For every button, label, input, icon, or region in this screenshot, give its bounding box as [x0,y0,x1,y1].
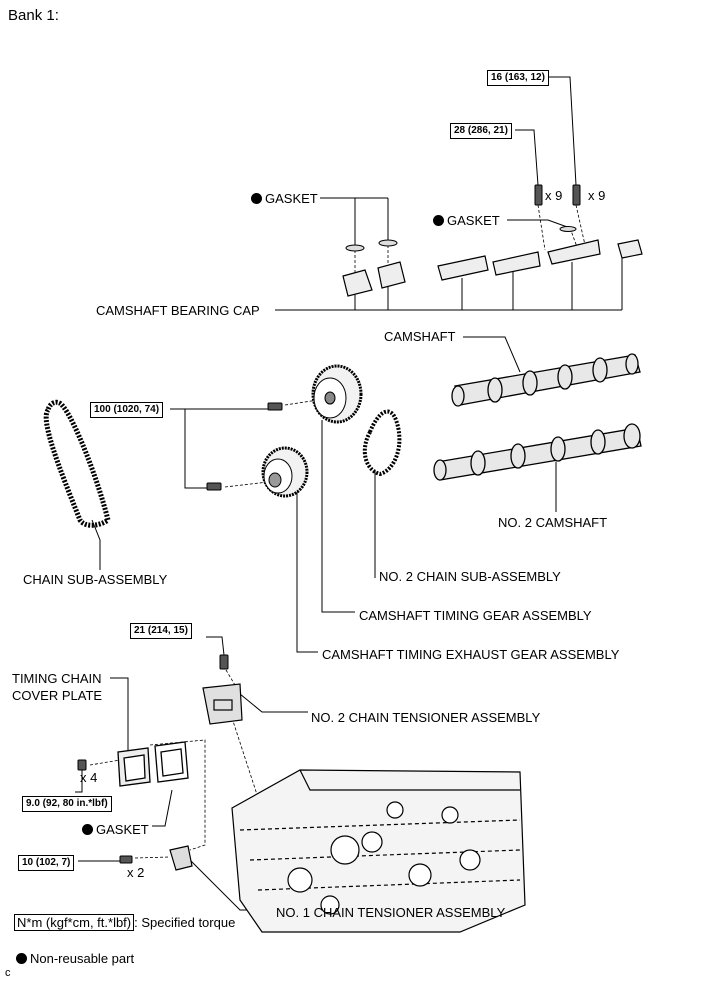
camshaft-timing-exhaust-gear-drawing [261,446,309,498]
bearing-caps-drawing [342,239,643,297]
torque-28: 28 (286, 21) [450,123,512,139]
t9-leader [75,770,83,793]
corner-mark: c [5,967,11,979]
camshaft-drawing [451,353,641,407]
torque-21: 21 (214, 15) [130,623,192,639]
camshaft-bearing-cap-label: CAMSHAFT BEARING CAP [96,303,260,318]
cover-plate-leader [110,677,129,750]
t100-leader [170,408,270,489]
camshaft-leader [463,336,521,373]
cover-plate-label-line1: TIMING CHAIN [12,671,102,686]
gasket-right-label: GASKET [433,213,500,228]
cap-gaskets [345,226,577,252]
no2-chain-tensioner-drawing [202,683,243,725]
qty-tensioner-bolts: x 2 [127,865,145,880]
camshaft-timing-gear-drawing [311,364,363,424]
torque-legend: N*m (kgf*cm, ft.*lbf): Specified torque [14,914,236,931]
bearing-cap-leader [275,258,623,311]
no2-camshaft-label: NO. 2 CAMSHAFT [498,515,608,530]
gasket-cover-leader [152,789,173,827]
gasket-left-label: GASKET [251,191,318,206]
camshaft-label: CAMSHAFT [384,329,456,344]
timing-gear-leader [321,420,355,613]
gasket-cover-label: GASKET [82,822,149,837]
non-reusable-legend: Non-reusable part [16,951,134,966]
torque-10: 10 (102, 7) [18,855,75,871]
cover-gasket-drawing [154,741,189,783]
gasket-right-leader [507,219,571,229]
qty-bolt16: x 9 [588,188,606,203]
qty-bolt28: x 9 [545,188,563,203]
diagram-title: Bank 1: [8,7,59,24]
bolts [77,184,581,864]
no2-chain-sub-assembly-label: NO. 2 CHAIN SUB-ASSEMBLY [379,569,561,584]
chain-sub-assembly-drawing [43,399,111,528]
camshaft-timing-exhaust-gear-label: CAMSHAFT TIMING EXHAUST GEAR ASSEMBLY [322,647,620,662]
no2-camshaft-drawing [433,423,642,481]
torque-100: 100 (1020, 74) [90,402,164,418]
timing-chain-cover-plate-drawing [117,747,151,787]
torque-9: 9.0 (92, 80 in.*lbf) [22,796,112,812]
no2-chain-sub-assembly-drawing [362,409,402,477]
no2-tensioner-leader [239,693,308,713]
no2-chain-tensioner-label: NO. 2 CHAIN TENSIONER ASSEMBLY [311,710,541,725]
no1-chain-tensioner-label: NO. 1 CHAIN TENSIONER ASSEMBLY [276,905,506,920]
camshaft-timing-gear-label: CAMSHAFT TIMING GEAR ASSEMBLY [359,608,592,623]
chain-sub-assembly-label: CHAIN SUB-ASSEMBLY [23,572,168,587]
chain-leader [91,519,101,570]
torque-legend-text: : Specified torque [134,915,236,930]
no1-chain-tensioner-drawing [169,845,193,871]
t28-leader [515,129,539,186]
exhaust-gear-leader [296,490,318,653]
qty-cover-bolts: x 4 [80,770,98,785]
cover-plate-label-line2: COVER PLATE [12,688,103,703]
torque-legend-unit: N*m (kgf*cm, ft.*lbf) [14,914,135,931]
cylinder-head-drawing [231,769,526,933]
t21-leader [206,636,225,656]
gasket-left-leader [320,197,389,245]
t16-leader [548,76,577,186]
torque-16: 16 (163, 12) [487,70,549,86]
